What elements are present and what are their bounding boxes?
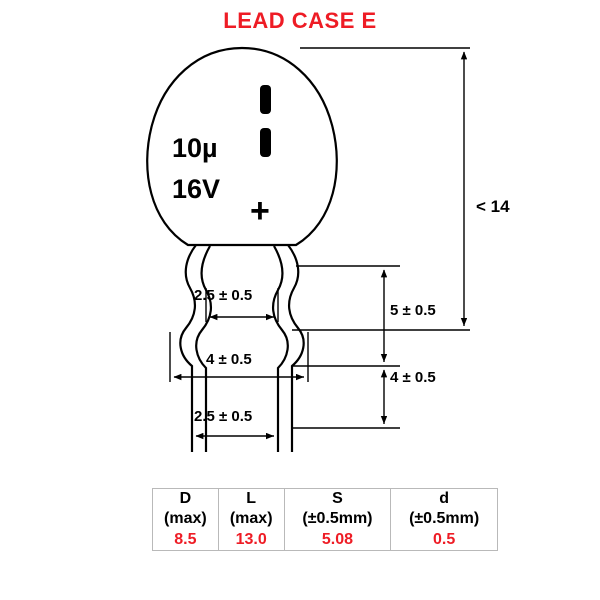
- capacitor-leads: [179, 244, 305, 452]
- dim-right-lower: [292, 369, 400, 429]
- dim-lead-spacing-top: [205, 288, 279, 322]
- table-subheader-d: (max): [152, 509, 219, 530]
- dim-lead-spacing-top-label: 2.5 ± 0.5: [194, 287, 252, 304]
- table-value-l: 13.0: [217, 529, 285, 552]
- table-row-values: 8.5 13.0 5.08 0.5: [152, 529, 498, 552]
- dim-right-lower-label: 4 ± 0.5: [390, 369, 436, 386]
- dim-lead-spread: [169, 332, 309, 382]
- capacitor-body: [146, 46, 338, 247]
- table-subheader-s: (±0.5mm): [283, 509, 392, 530]
- table-header-d-small: d: [390, 488, 498, 510]
- dim-right-upper-label: 5 ± 0.5: [390, 302, 436, 319]
- table-header-l: L: [217, 488, 285, 510]
- dim-lead-spacing-bottom-label: 2.5 ± 0.5: [194, 408, 252, 425]
- table-row-headers: D L S d: [152, 488, 498, 510]
- capacitance-label: 10µ: [172, 133, 218, 163]
- table-header-d: D: [152, 488, 219, 510]
- table-row-subheaders: (max) (max) (±0.5mm) (±0.5mm): [152, 509, 498, 530]
- specification-table: D L S d (max) (max) (±0.5mm) (±0.5mm) 8.…: [152, 488, 498, 552]
- table-value-s: 5.08: [283, 529, 392, 552]
- table-value-d-small: 0.5: [390, 529, 498, 552]
- dim-lead-spacing-bottom: [191, 404, 279, 440]
- polarity-stripe-icon: [260, 85, 271, 157]
- table-subheader-l: (max): [217, 509, 285, 530]
- dim-right-upper: [292, 265, 400, 367]
- table-subheader-d-small: (±0.5mm): [390, 509, 498, 530]
- dim-lead-spread-label: 4 ± 0.5: [206, 351, 252, 368]
- table-header-s: S: [283, 488, 392, 510]
- plus-sign-icon: +: [250, 192, 270, 230]
- voltage-label: 16V: [172, 174, 220, 204]
- dim-overall-height-label: < 14: [476, 197, 510, 216]
- table-value-d: 8.5: [152, 529, 219, 552]
- page-title: LEAD CASE E: [223, 8, 377, 33]
